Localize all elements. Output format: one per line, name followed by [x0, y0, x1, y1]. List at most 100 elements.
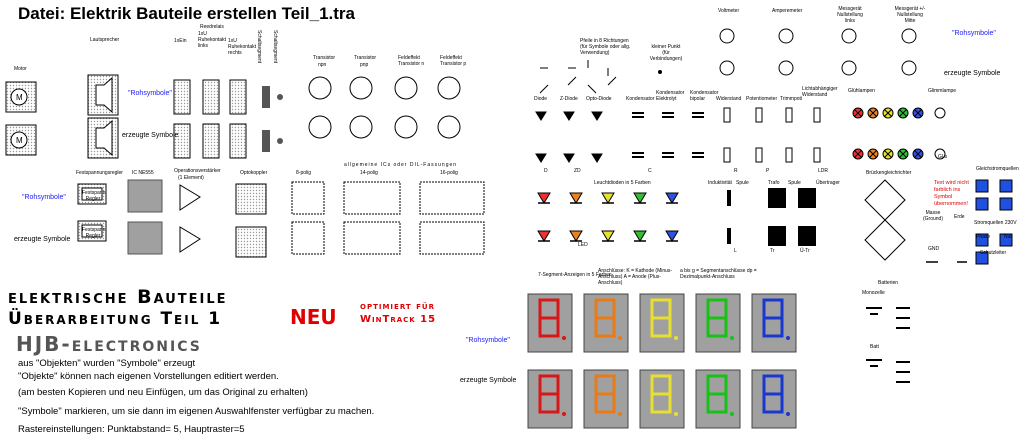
ldr-short-label: LDR — [818, 168, 829, 174]
led-icon — [633, 230, 647, 242]
seven-segment-label: 7-Segment-Anzeigen in 5 Farben — [538, 272, 612, 278]
led-icon — [537, 230, 551, 242]
speaker-symbol — [87, 117, 119, 159]
batteries-label: Batterien — [878, 280, 899, 286]
opamp-label: Operationsverstärker — [174, 168, 221, 174]
leds-label: Leuchtdioden in 5 Farben — [594, 180, 651, 186]
motor-label: Motor — [14, 66, 27, 72]
voltage-regulator-symbols — [77, 183, 107, 242]
seven-segment-display — [527, 369, 573, 429]
glow-lamp-icon — [934, 148, 946, 160]
dil-ic-symbols — [291, 181, 485, 255]
main-heading-line2: Überarbeitung Teil 1 — [8, 309, 223, 329]
potentiometer-label: Potentiometer — [746, 96, 778, 102]
page-title: Datei: Elektrik Bauteile erstellen Teil_… — [18, 4, 355, 23]
resistor-symbols — [723, 107, 821, 163]
generated-symbols-label-1: erzeugte Symbole — [122, 132, 179, 139]
ldr-label: Lichtabhängiger Widerstand — [802, 86, 838, 98]
seven-segment-display — [751, 369, 797, 429]
optimized-line2: WinTrack 15 — [360, 314, 437, 325]
seven-segment-display — [583, 293, 629, 353]
transistor-label-2: Transistor — [354, 55, 377, 61]
earth-label: Erde — [954, 214, 965, 220]
transformer-label: Trafo — [768, 180, 780, 186]
transistor-symbols — [308, 76, 461, 139]
brand-name: HJB-electronics — [16, 332, 202, 356]
generated-symbols-label-2: erzeugte Symbole — [14, 236, 71, 243]
led-icon — [537, 192, 551, 204]
capacitor-electrolyt-label: Kondensator Elektrolyt — [656, 90, 685, 102]
phase-label: Phase — [976, 234, 991, 240]
led-icon — [665, 192, 679, 204]
meter-center-label: Messgerät +/- Nullstellung Mitte — [894, 6, 926, 24]
transmitter-label: Übertrager — [816, 180, 840, 186]
generated-symbols-label-3: erzeugte Symbole — [944, 70, 1001, 77]
led-icon — [665, 230, 679, 242]
switch-segment-label-2: Schaltsegment — [272, 30, 278, 64]
lamps-label: Glühlampen — [848, 88, 875, 94]
led-icon — [633, 192, 647, 204]
meter-left-label: Messgerät Nullstellung links — [837, 6, 863, 24]
switch-segment-label-1: Schaltsegment — [256, 30, 262, 64]
lamp-symbols — [852, 107, 946, 160]
regulator-label: Festspannungsregler — [76, 170, 123, 176]
ic-header-label: allgemeine ICs oder DIL-Fassungen — [344, 162, 458, 168]
generated-symbols-label-4: erzeugte Symbole — [460, 377, 517, 384]
dot-label: kleiner Punkt (für Verbindungen) — [649, 44, 683, 62]
led-symbols — [537, 192, 679, 242]
led-icon — [601, 230, 615, 242]
svg-text:M: M — [16, 136, 23, 145]
resistor-r-label: R — [734, 168, 738, 174]
diode-symbols — [535, 111, 603, 163]
ne555-symbols — [127, 179, 163, 255]
raster-settings: Rastereinstellungen: Punktabstand= 5, Ha… — [18, 424, 245, 435]
trimpot-label: Trimmpoti — [780, 96, 803, 102]
optocoupler-label: Optokoppler — [240, 170, 268, 176]
inductance-label: Induktivität — [708, 180, 732, 186]
poti-p-label: P — [766, 168, 770, 174]
seven-segment-display — [527, 293, 573, 353]
power-source-icon — [975, 251, 989, 265]
led-icon — [601, 192, 615, 204]
relay-symbols — [173, 79, 247, 159]
bridge-label: Brückengleichrichter — [866, 170, 912, 176]
seven-segment-displays — [527, 293, 797, 429]
speaker-label: Lautsprecher — [90, 37, 120, 43]
description-line-2: "Objekte" können nach eigenen Vorstellun… — [18, 371, 279, 382]
opamp-sub-label: (1 Element) — [178, 175, 204, 181]
junction-dot — [658, 70, 662, 74]
diode-label: Diode — [534, 96, 548, 102]
batt-label: Batt — [870, 344, 879, 350]
led-icon — [569, 230, 583, 242]
resistor-label: Widerstand — [716, 96, 742, 102]
gnd-label: GND — [928, 246, 940, 252]
switch-segment-symbols — [262, 86, 283, 152]
description-line-4: "Symbole" markieren, um sie dann im eige… — [18, 406, 375, 417]
pol8-label: 8-polig — [296, 170, 312, 176]
gls-label: GLs — [938, 154, 948, 160]
speaker-raw-symbol — [87, 74, 119, 116]
capacitor-symbols — [632, 112, 704, 158]
power-source-icon — [975, 233, 989, 247]
power-source-icon — [975, 179, 989, 193]
fet-n-label: Feldeffekt Transistor n — [398, 55, 425, 67]
regulator-box-label-1: Festspann. Regler — [82, 190, 107, 202]
transistor-pnp-label: pnp — [360, 62, 369, 68]
coil-l-label: L — [734, 248, 737, 254]
new-badge: NEU — [290, 305, 337, 329]
main-heading-line1: elektrische Bauteile — [8, 286, 228, 308]
coil-label-2: Spule — [788, 180, 801, 186]
red-note: Text wird nicht farblich ins Symbol über… — [934, 180, 969, 207]
power-source-icon — [999, 197, 1013, 211]
null-label: Null — [1004, 234, 1013, 240]
protective-earth-label: Schutzleiter — [980, 250, 1007, 256]
svg-text:M: M — [16, 93, 23, 102]
power-source-icon — [999, 179, 1013, 193]
dc-source-label: Gleichstromquellen — [976, 166, 1019, 172]
led-label: LED — [578, 242, 588, 248]
description-line-1: aus "Objekten" wurden "Symbole" erzeugt — [18, 358, 196, 369]
opamp-symbols — [179, 184, 201, 253]
zdiode-label: Z-Diode — [560, 96, 578, 102]
ne555-label: IC NE555 — [132, 170, 154, 176]
